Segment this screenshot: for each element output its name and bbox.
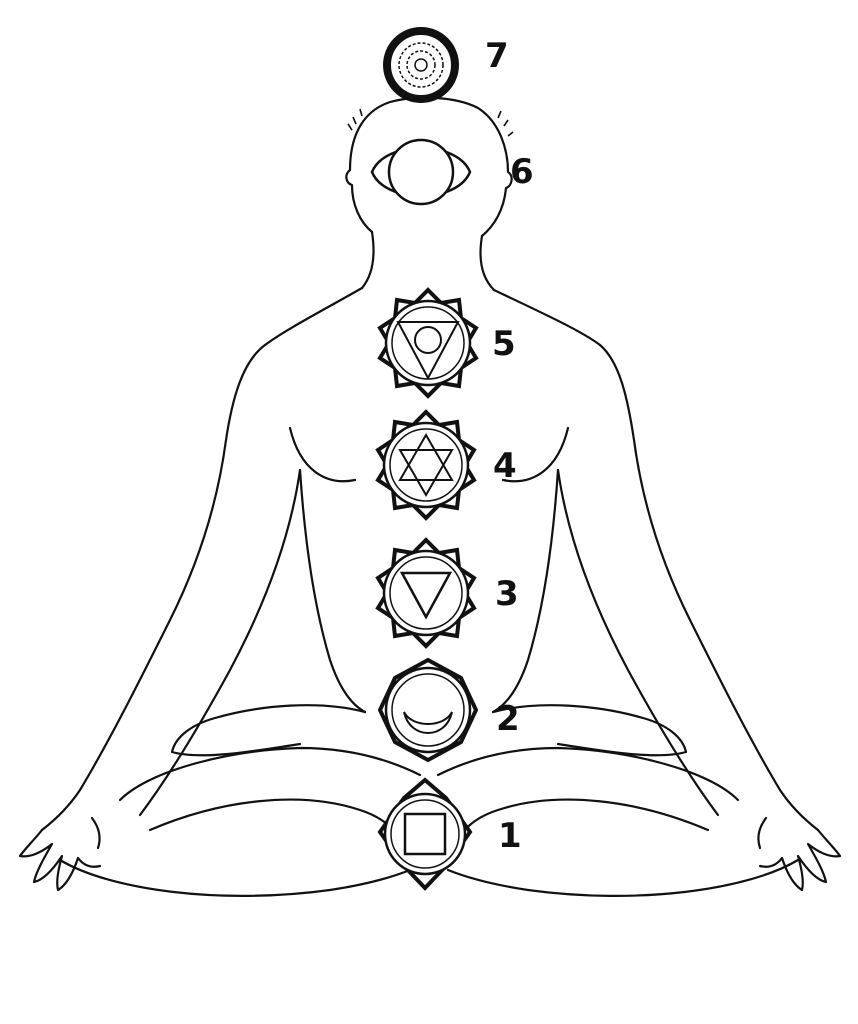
chakra-3-symbol [375,537,477,649]
chakra-1-symbol [377,777,473,891]
chakra-2-symbol [377,657,479,763]
chakra-2-label: 2 [496,699,520,739]
chakra-6-label: 6 [510,152,534,192]
chakra-4-label: 4 [493,446,517,486]
chakra-5-label: 5 [492,324,516,364]
chakra-7-label: 7 [485,36,509,76]
chakra-1-label: 1 [498,816,522,856]
chakra-5-symbol [377,287,479,399]
chakra-4-symbol [375,409,477,521]
chakra-3-label: 3 [495,574,519,614]
chakra-7-symbol [383,27,459,103]
chakra-6-symbol [370,138,472,206]
meditating-figure-outline [18,96,842,897]
